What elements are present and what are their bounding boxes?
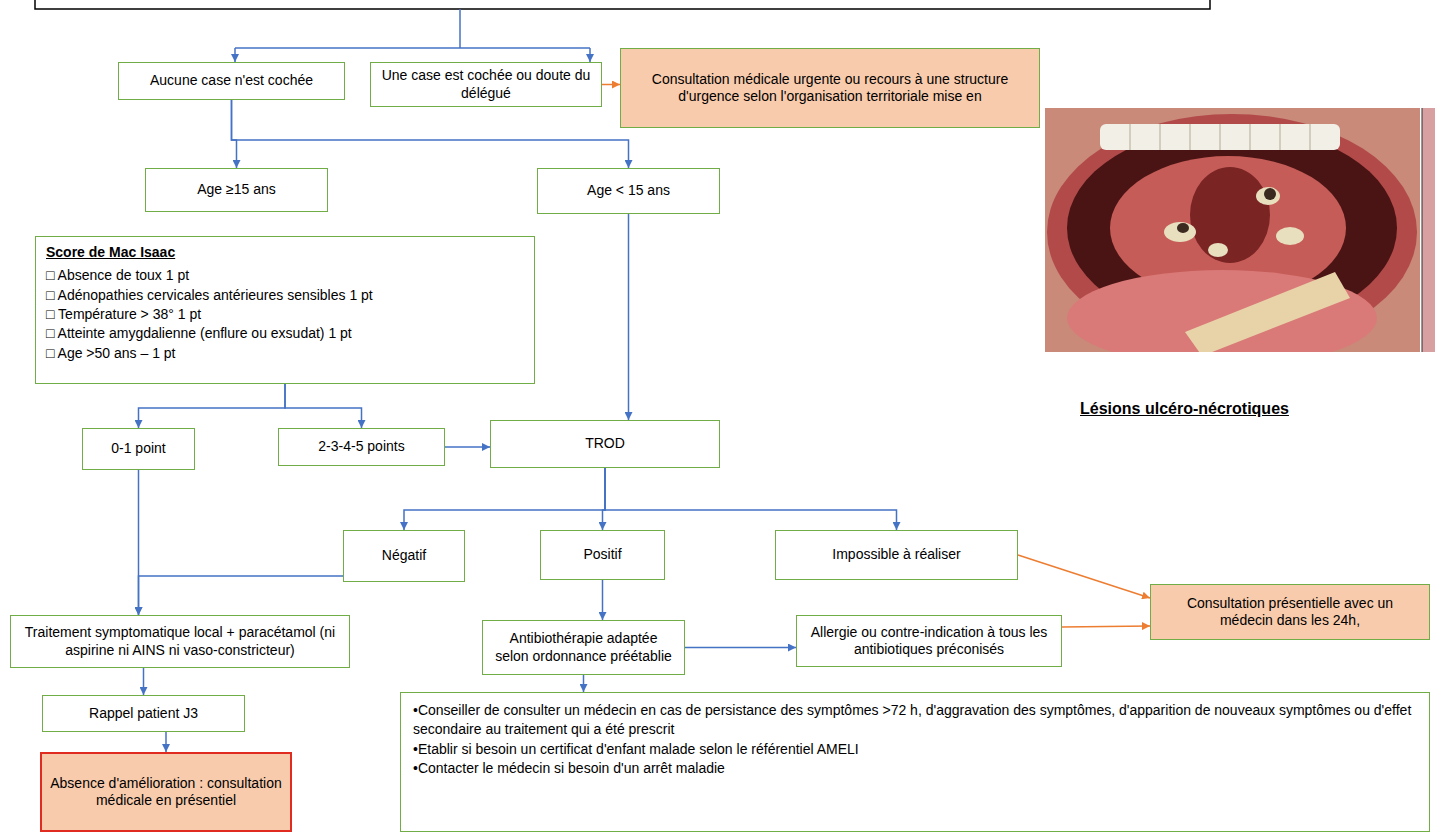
box-text: □ Adénopathies cervicales antérieures se… — [46, 286, 373, 305]
callback-box: Rappel patient J3 — [42, 695, 245, 732]
box-text: Consultation présentielle avec un médeci… — [1159, 595, 1421, 630]
box-text: Age ≥15 ans — [197, 181, 276, 199]
decision-box: Aucune case n'est cochée — [118, 62, 345, 100]
box-text: TROD — [585, 435, 625, 453]
box-text: Traitement symptomatique local + paracét… — [19, 624, 341, 659]
age-box: Age < 15 ans — [537, 168, 720, 214]
flow-arrow — [628, 214, 630, 420]
flow-arrow — [232, 100, 629, 168]
box-text: •Etablir si besoin un certificat d'enfan… — [413, 740, 859, 759]
box-text: Impossible à réaliser — [832, 546, 960, 564]
treatment-box: Antibiothérapie adaptée selon ordonnance… — [482, 620, 685, 675]
flow-arrow — [445, 446, 490, 448]
flow-arrow — [583, 675, 585, 692]
result-box: Négatif — [343, 530, 465, 582]
box-text: Absence d'amélioration : consultation mé… — [50, 775, 282, 810]
score-box: 0-1 point — [82, 428, 195, 470]
box-text: Positif — [583, 546, 621, 564]
split-line — [235, 47, 590, 49]
box-text: Allergie ou contre-indication à tous les… — [805, 624, 1053, 659]
box-text: 0-1 point — [111, 440, 165, 458]
flow-arrow — [143, 668, 145, 695]
trunk-line — [459, 9, 461, 48]
box-text: Consultation médicale urgente ou recours… — [629, 71, 1031, 106]
flow-arrow — [1018, 555, 1150, 598]
box-text: 2-3-4-5 points — [318, 438, 404, 456]
flow-arrow — [602, 84, 620, 86]
flow-arrow — [404, 468, 605, 530]
pharynx — [1190, 167, 1270, 263]
flow-arrow — [602, 580, 604, 620]
box-text: Antibiothérapie adaptée selon ordonnance… — [491, 630, 676, 665]
result-box: Positif — [540, 530, 665, 580]
second-photo — [1422, 108, 1435, 352]
flow-arrow — [139, 384, 286, 428]
box-text: □ Absence de toux 1 pt — [46, 266, 189, 285]
flow-arrow — [605, 468, 897, 530]
throat-photo — [1045, 108, 1420, 352]
test-box: TROD — [490, 420, 720, 468]
tongue-depressor — [1185, 272, 1350, 352]
box-text: Une case est cochée ou doute du délégué — [379, 67, 593, 102]
flow-arrow — [685, 647, 796, 649]
result-box: Impossible à réaliser — [775, 530, 1018, 580]
box-text: •Contacter le médecin si besoin d'un arr… — [413, 759, 725, 778]
box-text: Age < 15 ans — [587, 182, 670, 200]
lesion — [1276, 227, 1304, 245]
lesion — [1208, 243, 1228, 257]
score-box: Score de Mac Isaac □ Absence de toux 1 pt… — [35, 236, 535, 384]
flow-arrow — [1062, 626, 1150, 627]
split-arrow — [589, 48, 591, 62]
lesion — [1177, 223, 1189, 233]
urgent-box: Consultation médicale urgente ou recours… — [620, 48, 1040, 128]
box-heading: Score de Mac Isaac — [46, 243, 175, 262]
split-arrow — [234, 48, 236, 62]
photo-border — [1422, 108, 1423, 352]
box-text: Négatif — [382, 547, 426, 565]
decision-box: Une case est cochée ou doute du délégué — [370, 62, 602, 107]
score-box: 2-3-4-5 points — [278, 428, 445, 466]
referral-box: Consultation présentielle avec un médeci… — [1150, 584, 1430, 640]
flow-arrow — [285, 384, 362, 428]
treatment-box: Traitement symptomatique local + paracét… — [10, 615, 350, 668]
teeth — [1100, 124, 1340, 150]
flow-arrow — [139, 576, 344, 615]
flow-arrow — [165, 732, 167, 752]
box-text: □ Age >50 ans – 1 pt — [46, 344, 176, 363]
lesion — [1164, 222, 1196, 242]
tongue — [1067, 270, 1377, 352]
box-text: □ Atteinte amygdalienne (enflure ou exsu… — [46, 324, 352, 343]
lesion — [1256, 187, 1280, 205]
age-box: Age ≥15 ans — [145, 168, 328, 212]
allergy-box: Allergie ou contre-indication à tous les… — [796, 615, 1062, 667]
teeth-gaps — [1130, 124, 1310, 150]
box-text: Aucune case n'est cochée — [150, 72, 313, 90]
referral-box: Absence d'amélioration : consultation mé… — [40, 752, 292, 832]
photo-caption: Lésions ulcéro-nécrotiques — [1080, 400, 1289, 418]
advice-box: •Conseiller de consulter un médecin en c… — [400, 692, 1430, 832]
lesion — [1264, 188, 1276, 200]
box-text: □ Température > 38° 1 pt — [46, 305, 201, 324]
cut-box-border — [35, 0, 1210, 9]
box-text: •Conseiller de consulter un médecin en c… — [413, 701, 1417, 740]
box-text: Rappel patient J3 — [89, 705, 198, 723]
